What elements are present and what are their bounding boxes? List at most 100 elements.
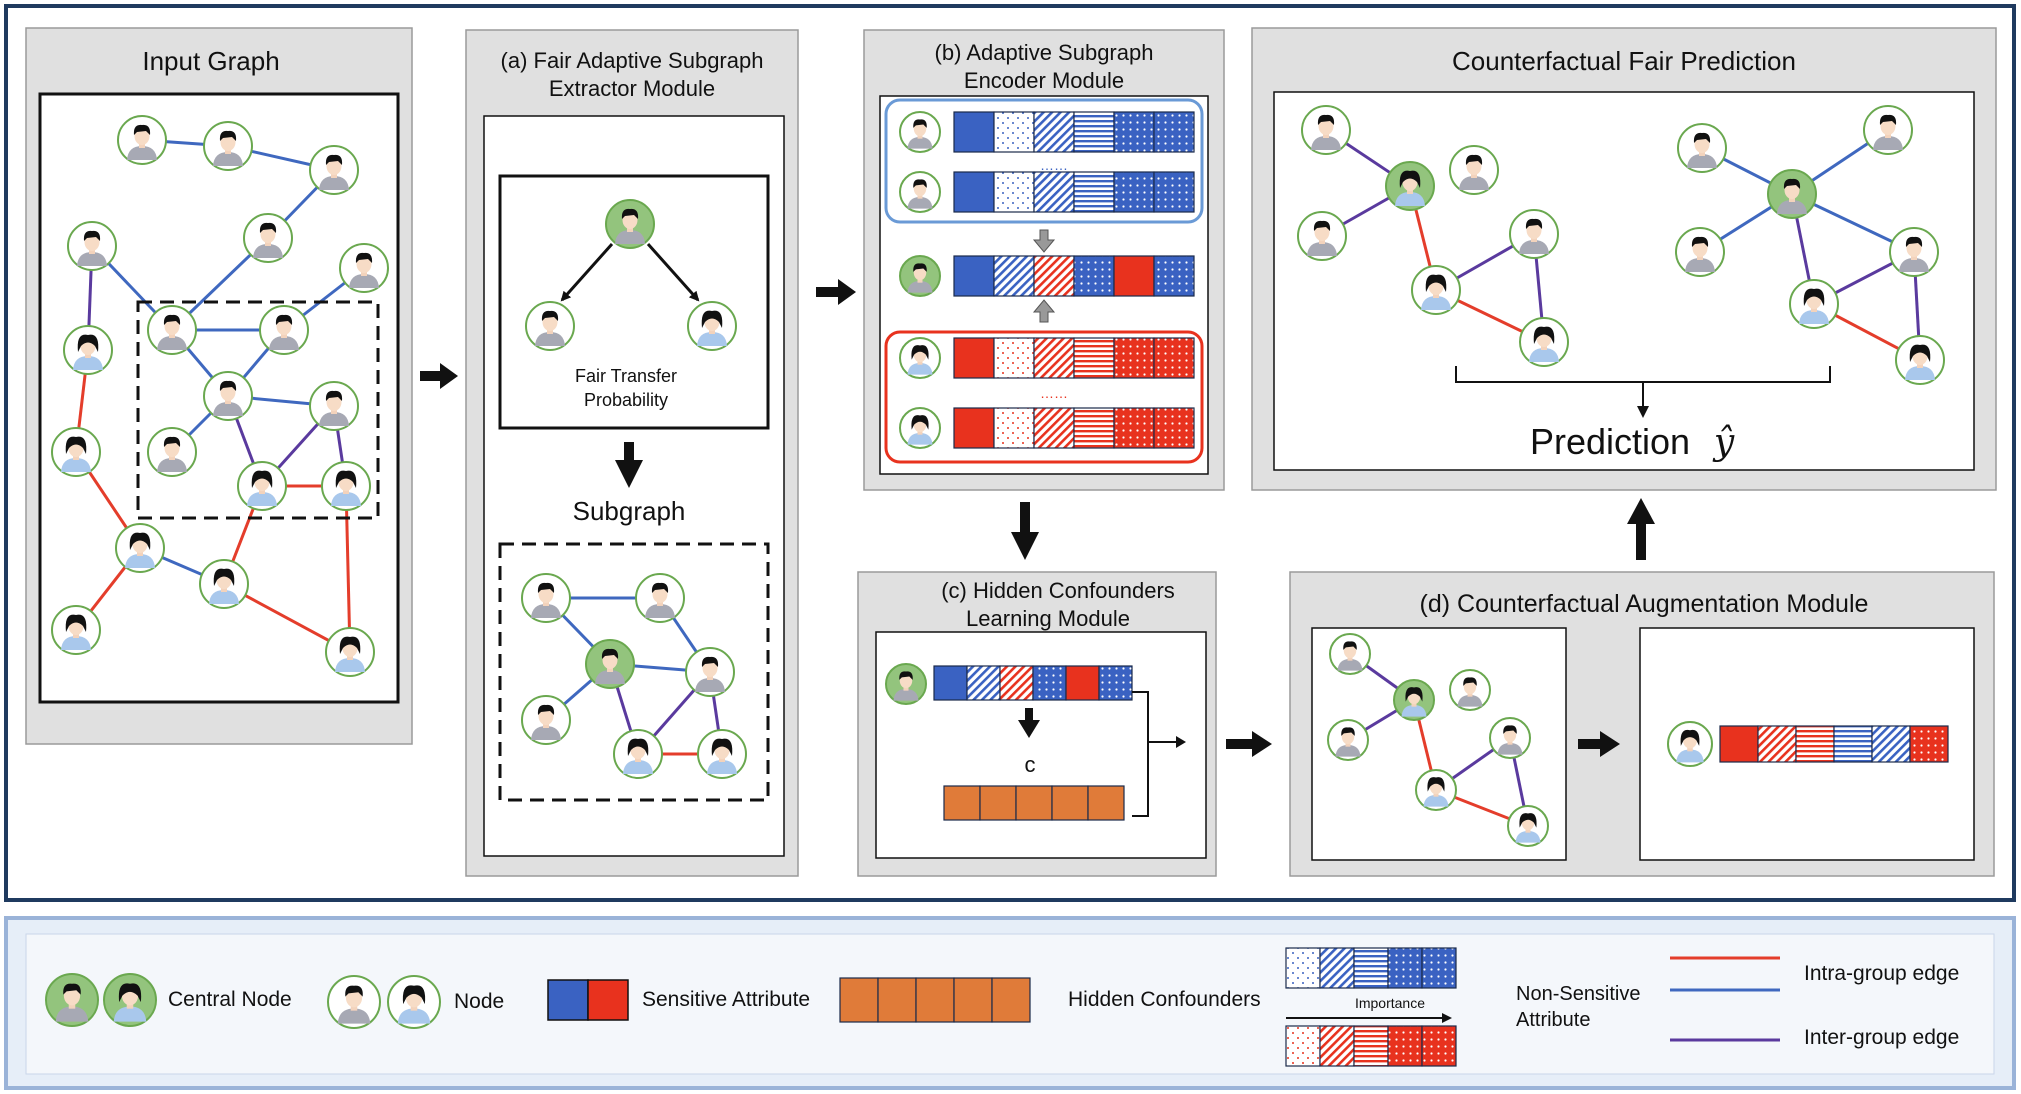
central-person-avatar-icon [585, 639, 635, 689]
feature-vector [953, 111, 1195, 153]
person-avatar-icon [1411, 265, 1461, 315]
blue-group-box [884, 98, 1204, 224]
legend-inter-label: Inter-group edge [1804, 1026, 1959, 1049]
person-avatar-icon [1449, 669, 1491, 711]
fair-transfer-label-line2: Probability [584, 390, 668, 410]
central-person-avatar-icon [899, 255, 941, 297]
central-person-avatar-icon [885, 663, 927, 705]
subgraph-label: Subgraph [573, 496, 686, 526]
feature-vector [953, 255, 1195, 297]
person-avatar-icon [237, 461, 287, 511]
feature-vector [953, 407, 1195, 449]
person-avatar-icon [1519, 317, 1569, 367]
confounders-title-line2: Learning Module [966, 606, 1130, 631]
person-avatar-icon [51, 427, 101, 477]
person-avatar-icon [309, 145, 359, 195]
legend: Central Node Node Sensitive Attribute Hi… [4, 916, 2016, 1090]
arrow-right-icon [1176, 736, 1186, 748]
augmentation-title: (d) Counterfactual Augmentation Module [1420, 590, 1869, 618]
arrow-down-icon [1018, 708, 1040, 738]
person-avatar-icon [1509, 209, 1559, 259]
encoder-title-line1: (b) Adaptive Subgraph [935, 40, 1154, 65]
person-avatar-icon [1895, 335, 1945, 385]
prediction-label: Prediction [1530, 421, 1690, 462]
person-avatar-icon [1789, 279, 1839, 329]
person-avatar-icon [685, 647, 735, 697]
arrow-right-icon [1578, 731, 1620, 757]
central-person-avatar-icon [103, 973, 157, 1027]
extractor-title-line1: (a) Fair Adaptive Subgraph [501, 48, 764, 73]
legend-node-label: Node [454, 990, 504, 1013]
person-avatar-icon [1863, 105, 1913, 155]
person-avatar-icon [521, 573, 571, 623]
encoder-module-panel: (b) Adaptive Subgraph Encoder Module …… … [863, 29, 1225, 491]
prediction-panel: Counterfactual Fair Prediction Predictio… [1251, 27, 1997, 491]
person-avatar-icon [613, 729, 663, 779]
prediction-title: Counterfactual Fair Prediction [1452, 46, 1796, 76]
confounder-vector [943, 785, 1125, 821]
feature-vector [933, 665, 1133, 701]
arrow-right-icon [1226, 731, 1272, 757]
person-avatar-icon [117, 115, 167, 165]
person-avatar-icon [1889, 227, 1939, 277]
legend-central-node-label: Central Node [168, 988, 292, 1011]
person-avatar-icon [147, 305, 197, 355]
legend-intra-label: Intra-group edge [1804, 962, 1959, 985]
person-avatar-icon [1449, 145, 1499, 195]
legend-sensitive-blue [547, 979, 589, 1021]
confounders-module-panel: (c) Hidden Confounders Learning Module c [857, 571, 1217, 877]
graph-edge [344, 485, 352, 653]
central-person-avatar-icon [1385, 161, 1435, 211]
person-avatar-icon [1489, 717, 1531, 759]
person-avatar-icon [203, 121, 253, 171]
person-avatar-icon [387, 975, 441, 1029]
person-avatar-icon [1675, 227, 1725, 277]
legend-sensitive-red [587, 979, 629, 1021]
arrow-down-icon [1011, 502, 1039, 560]
legend-confounder-vector [839, 977, 1031, 1023]
feature-vector [953, 171, 1195, 213]
arrow-down-icon [1032, 229, 1056, 253]
legend-nonsensitive-red [1285, 1025, 1457, 1067]
person-avatar-icon [899, 171, 941, 213]
person-avatar-icon [1677, 123, 1727, 173]
subgraph-selection-box [136, 300, 380, 520]
legend-nonsensitive-line2: Attribute [1516, 1009, 1590, 1031]
person-avatar-icon [339, 243, 389, 293]
encoder-title-line2: Encoder Module [964, 68, 1124, 93]
person-avatar-icon [115, 523, 165, 573]
legend-nonsensitive-blue [1285, 947, 1457, 989]
arrow-right-icon [816, 279, 856, 305]
prediction-bracket [1455, 366, 1831, 410]
person-avatar-icon [899, 407, 941, 449]
person-avatar-icon [63, 325, 113, 375]
arrow-up-icon [1627, 498, 1655, 560]
person-avatar-icon [1415, 769, 1457, 811]
person-avatar-icon [309, 381, 359, 431]
legend-sensitive-label: Sensitive Attribute [642, 988, 810, 1011]
person-avatar-icon [259, 305, 309, 355]
person-avatar-icon [687, 301, 737, 351]
red-group-box [884, 330, 1204, 464]
person-avatar-icon [1297, 211, 1347, 261]
input-graph-nodes [51, 115, 389, 677]
person-avatar-icon [325, 627, 375, 677]
central-person-avatar-icon [1393, 679, 1435, 721]
person-avatar-icon [635, 573, 685, 623]
legend-nonsensitive-line1: Non-Sensitive [1516, 983, 1641, 1005]
person-avatar-icon [899, 337, 941, 379]
person-avatar-icon [243, 213, 293, 263]
input-graph-title: Input Graph [142, 46, 279, 76]
central-person-avatar-icon [1767, 169, 1817, 219]
confounders-title-line1: (c) Hidden Confounders [941, 578, 1175, 603]
extractor-title-line2: Extractor Module [549, 76, 715, 101]
person-avatar-icon [1507, 805, 1549, 847]
person-avatar-icon [51, 605, 101, 655]
person-avatar-icon [203, 371, 253, 421]
extractor-module-panel: (a) Fair Adaptive Subgraph Extractor Mod… [465, 29, 799, 877]
arrow-up-icon [1032, 299, 1056, 323]
person-avatar-icon [521, 695, 571, 745]
person-avatar-icon [697, 729, 747, 779]
person-avatar-icon [899, 111, 941, 153]
